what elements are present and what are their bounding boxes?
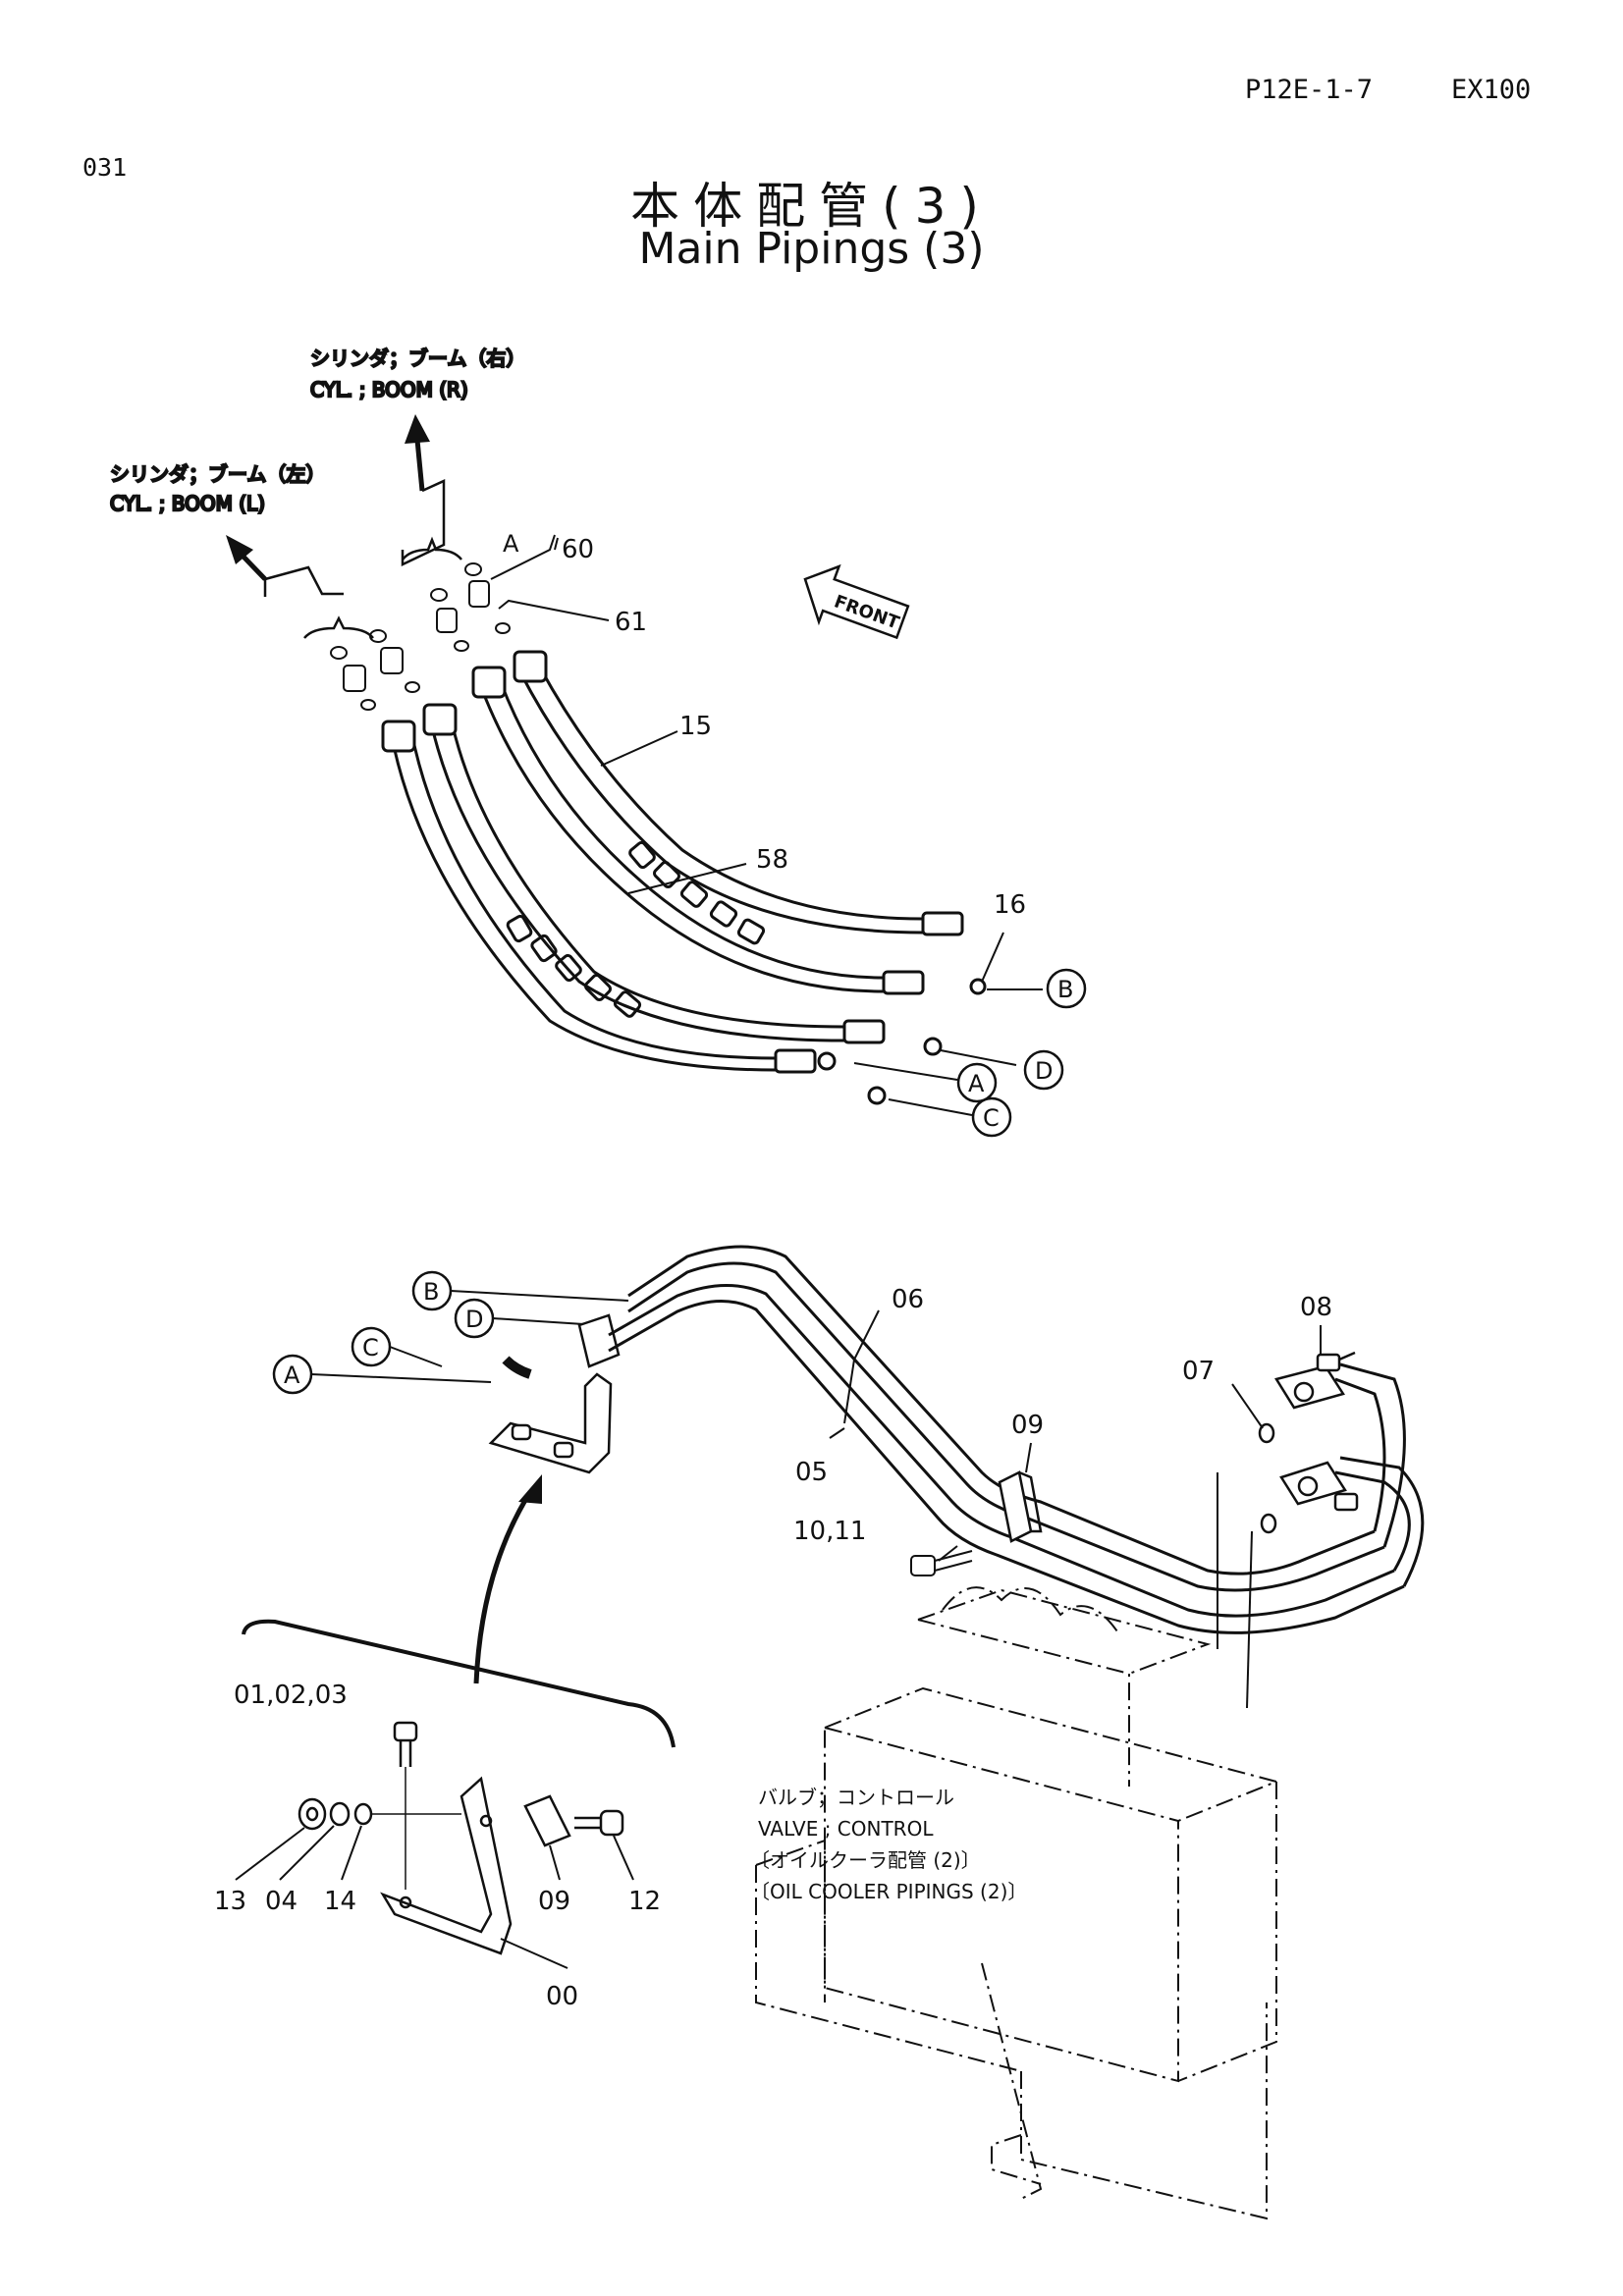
callout-15: 15 xyxy=(679,712,712,741)
page-code: P12E-1-7 xyxy=(1245,75,1374,105)
callout-05: 05 xyxy=(795,1458,828,1487)
bolt-10-11-icon xyxy=(910,1550,973,1576)
model-name: EX100 xyxy=(1451,75,1532,105)
callout-07: 07 xyxy=(1182,1357,1215,1386)
svg-text:A: A xyxy=(284,1362,300,1389)
brace-left xyxy=(303,615,374,639)
pipes-05-06 xyxy=(608,1245,1425,1634)
callout-04: 04 xyxy=(265,1887,298,1916)
svg-text:A: A xyxy=(968,1070,985,1097)
svg-text:D: D xyxy=(465,1306,483,1333)
svg-text:D: D xyxy=(1035,1057,1053,1085)
oil-cooler-label-en: 〔OIL COOLER PIPINGS (2)〕 xyxy=(750,1880,1027,1903)
callout-09-detail: 09 xyxy=(538,1887,570,1916)
svg-text:A: A xyxy=(503,530,519,558)
callout-60: 60 xyxy=(562,535,594,564)
detail-arrow-icon xyxy=(518,1474,542,1504)
connector-a-top: A xyxy=(503,530,519,558)
pipe-clamp-09 xyxy=(998,1470,1043,1543)
page-title-jp: 本体配管(3) xyxy=(630,178,993,235)
svg-text:C: C xyxy=(983,1104,1000,1132)
connector-b-mid: B xyxy=(411,1270,453,1311)
front-arrow-icon: FRONT xyxy=(803,563,910,640)
svg-text:B: B xyxy=(423,1278,439,1306)
callout-09: 09 xyxy=(1011,1411,1044,1440)
callout-14: 14 xyxy=(324,1887,356,1916)
callout-06: 06 xyxy=(892,1285,924,1314)
top-fittings xyxy=(330,562,511,711)
valve-label-en: VALVE ; CONTROL xyxy=(758,1817,934,1841)
boom-right-label-en: CYL. ; BOOM (R) xyxy=(310,378,468,401)
boom-left-arrow-icon xyxy=(226,535,344,597)
connector-d-mid: D xyxy=(454,1298,495,1339)
control-valve-outline xyxy=(755,1586,1280,2220)
callout-00: 00 xyxy=(546,1982,578,2011)
connector-d-top: D xyxy=(1023,1049,1064,1091)
leaders-pipes xyxy=(829,1309,1322,1709)
detail-brace xyxy=(242,1619,676,1748)
sheet-number: 031 xyxy=(82,153,128,182)
leaders-mid xyxy=(310,1290,629,1383)
flanges xyxy=(1258,1351,1359,1534)
callout-08: 08 xyxy=(1300,1293,1332,1322)
page-title-en: Main Pipings (3) xyxy=(638,224,985,274)
leaders-detail xyxy=(235,1825,634,1969)
leaders-top xyxy=(490,534,1043,1116)
hose-guard-58 xyxy=(506,840,766,1018)
connector-a-mid: A xyxy=(956,1062,998,1103)
callout-10-11: 10,11 xyxy=(793,1517,866,1546)
boom-left-label-en: CYL. ; BOOM (L) xyxy=(110,492,265,515)
valve-label-jp: バルブ；コントロール xyxy=(758,1786,954,1809)
connector-b-top: B xyxy=(1046,968,1087,1009)
callout-01-02-03: 01,02,03 xyxy=(234,1681,348,1710)
callout-16: 16 xyxy=(994,890,1026,920)
bracket-detail xyxy=(298,1721,624,1955)
oil-cooler-label-jp: 〔オイルクーラ配管 (2)〕 xyxy=(750,1848,981,1872)
svg-text:C: C xyxy=(362,1334,379,1362)
boom-right-label-jp: シリンダ；ブーム（右） xyxy=(310,347,525,370)
callout-61: 61 xyxy=(615,608,647,637)
brace-right xyxy=(402,536,462,561)
callout-13: 13 xyxy=(214,1887,246,1916)
connector-a-lower: A xyxy=(272,1354,313,1395)
connector-c-top: C xyxy=(971,1096,1012,1138)
hose-group-top xyxy=(381,650,987,1105)
callout-58: 58 xyxy=(756,845,788,875)
connector-c-mid: C xyxy=(351,1326,392,1367)
svg-text:B: B xyxy=(1057,976,1073,1003)
detail-arrow-line xyxy=(473,1490,533,1684)
boom-right-arrow-icon xyxy=(401,414,446,566)
callout-12: 12 xyxy=(628,1887,661,1916)
boom-left-label-jp: シリンダ；ブーム（左） xyxy=(110,462,325,486)
clamp-bracket xyxy=(488,1313,621,1474)
